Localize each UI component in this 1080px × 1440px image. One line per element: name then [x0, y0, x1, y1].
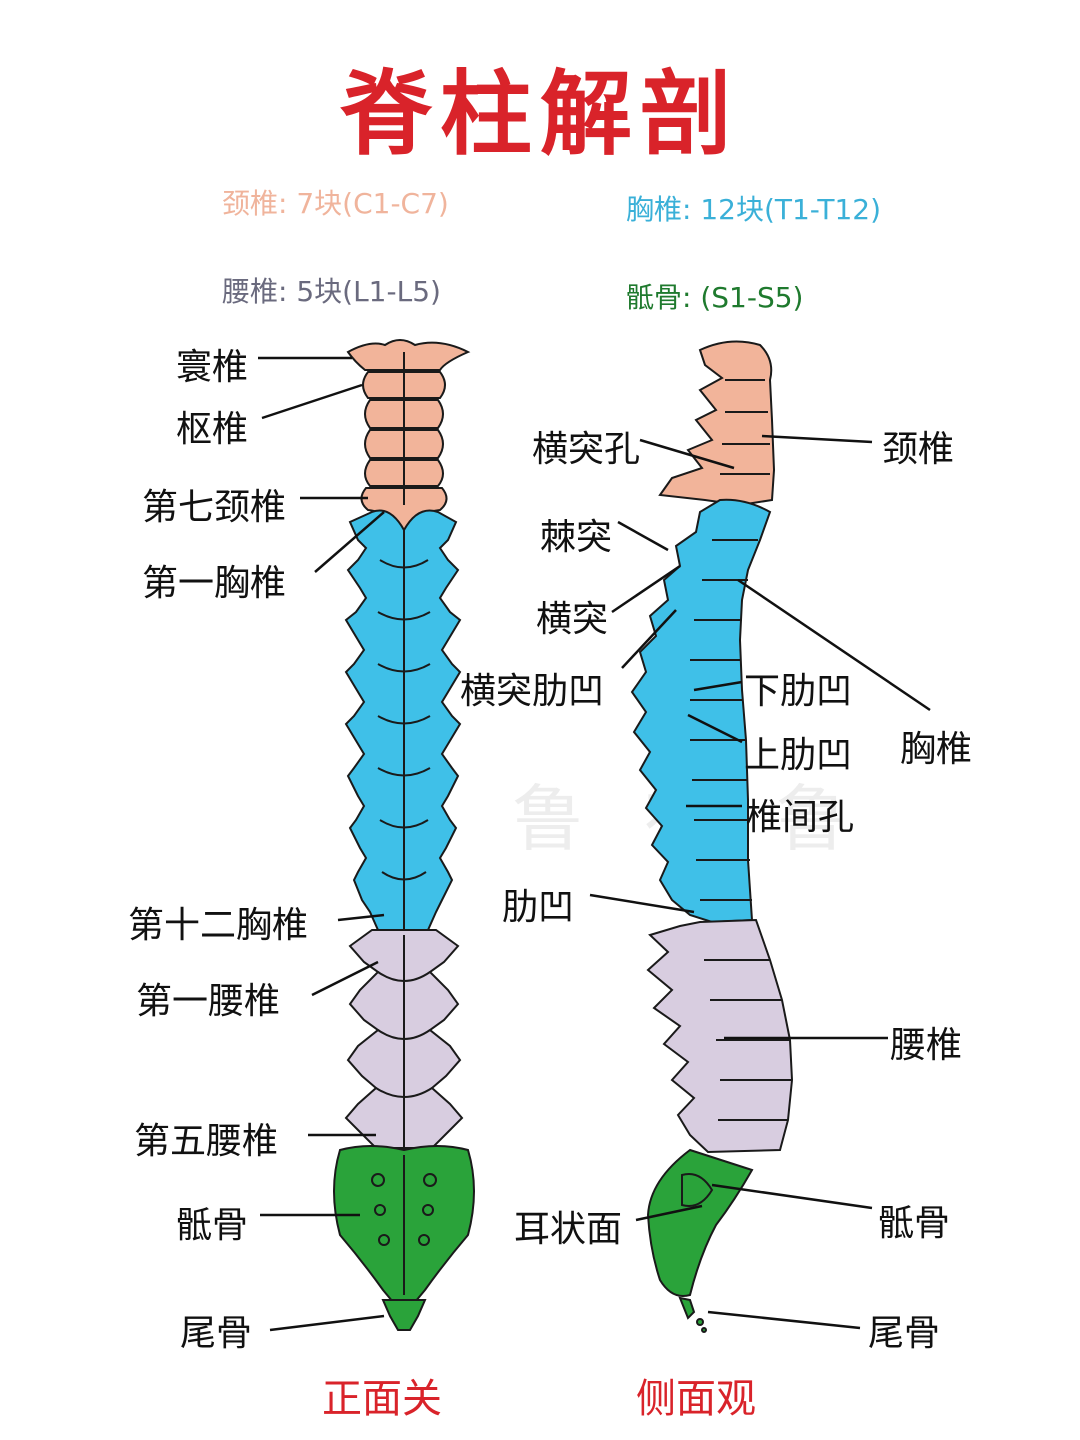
label-t1: 第一胸椎 — [142, 563, 287, 604]
caption-front-view: 正面关 — [322, 1376, 442, 1422]
label-side-lumbar: 腰椎 — [890, 1025, 963, 1066]
leader-lines — [258, 356, 931, 1332]
label-side-sacrum: 骶骨 — [878, 1203, 951, 1244]
label-auricular-surface: 耳状面 — [514, 1209, 623, 1250]
label-front-sacrum: 骶骨 — [176, 1205, 249, 1246]
page-title: 脊柱解剖 — [339, 60, 740, 168]
label-side-cervical: 颈椎 — [882, 429, 955, 470]
label-c7: 第七颈椎 — [142, 487, 287, 528]
side-lumbar — [646, 918, 794, 1154]
side-sacrum — [646, 1148, 754, 1333]
front-thoracic — [344, 509, 462, 941]
side-cervical — [658, 340, 776, 507]
label-l1: 第一腰椎 — [136, 981, 281, 1022]
label-transverse-costal-facet: 横突肋凹 — [460, 671, 605, 712]
caption-side-view: 侧面观 — [636, 1376, 756, 1422]
front-lumbar — [344, 929, 464, 1149]
label-superior-costal-facet: 上肋凹 — [744, 735, 853, 776]
front-cervical — [346, 339, 471, 532]
label-inferior-costal-facet: 下肋凹 — [744, 671, 853, 712]
front-sacrum — [333, 1145, 475, 1331]
label-axis: 枢椎 — [176, 409, 249, 450]
label-side-coccyx: 尾骨 — [868, 1313, 941, 1354]
label-costal-facet: 肋凹 — [502, 887, 575, 928]
label-spinous-process: 棘突 — [540, 517, 613, 558]
front-spine — [333, 339, 475, 1331]
label-l5: 第五腰椎 — [134, 1121, 279, 1162]
label-front-coccyx: 尾骨 — [180, 1313, 253, 1354]
label-transverse-foramen: 横突孔 — [532, 429, 641, 470]
legend-sacral: 骶骨: (S1-S5) — [626, 281, 804, 314]
label-side-thoracic: 胸椎 — [900, 729, 973, 770]
label-intervertebral-foramen: 椎间孔 — [746, 797, 855, 838]
legend-cervical: 颈椎: 7块(C1-C7) — [222, 187, 449, 220]
label-atlas: 寰椎 — [176, 347, 249, 388]
watermark: 布鲁布鲁 — [380, 777, 909, 861]
legend-lumbar: 腰椎: 5块(L1-L5) — [222, 275, 441, 308]
label-transverse-process: 横突 — [536, 599, 609, 640]
label-t12: 第十二胸椎 — [128, 905, 309, 946]
legend-thoracic: 胸椎: 12块(T1-T12) — [626, 193, 881, 226]
side-thoracic — [630, 498, 772, 924]
